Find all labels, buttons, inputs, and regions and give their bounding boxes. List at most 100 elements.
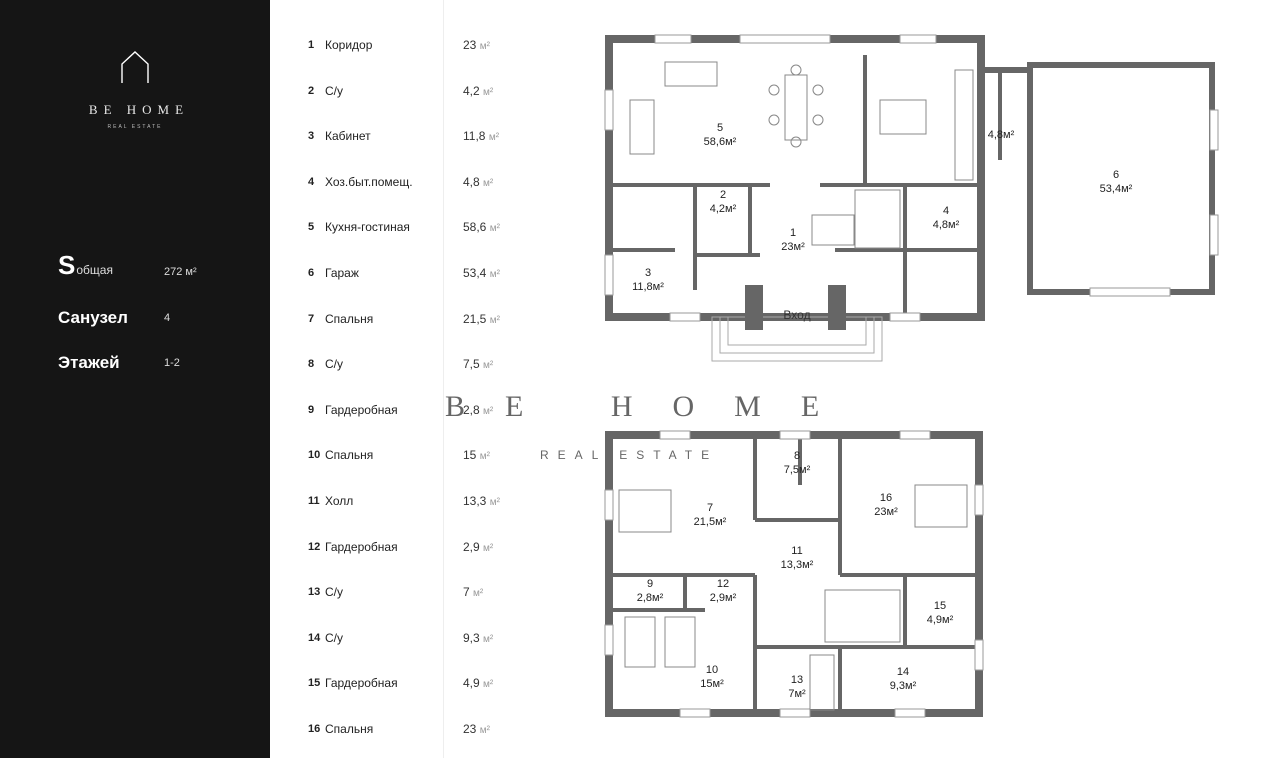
room-number: 1 — [308, 39, 315, 51]
f2-label-9-num: 9 — [647, 578, 653, 590]
room-area: 53,4 м² — [463, 266, 500, 280]
f2-label-7-num: 7 — [707, 502, 713, 514]
floors-value: 1-2 — [164, 357, 180, 369]
room-area: 4,9 м² — [463, 676, 494, 691]
divider — [443, 0, 444, 758]
room-name: Спальня — [325, 448, 374, 463]
legend-row: 8 С/у 7,5 м² — [270, 354, 500, 374]
f2-label-9-area: 2,8м² — [637, 592, 664, 604]
floor-plan-2: 8 7,5м² 7 21,5м² 16 23м² 11 13,3м² 9 2,8… — [595, 425, 995, 735]
watermark-logo: BE HOME — [445, 390, 860, 423]
room-name: С/у — [325, 83, 343, 98]
f1-label-5-num: 5 — [717, 122, 723, 134]
f1-label-1-num: 1 — [790, 227, 796, 239]
f1-label-4-area: 4,8м² — [933, 219, 960, 231]
f2-label-12-num: 12 — [717, 578, 729, 590]
bathroom-label: Санузел — [58, 308, 128, 327]
room-number: 13 — [308, 586, 321, 599]
legend-row: 14 С/у 9,3 м² — [270, 628, 500, 648]
floor-plan-1: Вход 5 58,6м² 6 53,4м² 4,8м² 2 4,2м² 1 2… — [590, 30, 1230, 370]
room-name: Спальня — [325, 311, 374, 326]
room-number: 8 — [308, 358, 315, 371]
room-area: 13,3 м² — [463, 494, 500, 508]
room-number: 10 — [308, 449, 321, 462]
room-name: Кабинет — [325, 129, 371, 144]
room-name: Гардеробная — [325, 402, 398, 417]
room-name: С/у — [325, 585, 343, 600]
room-number: 11 — [308, 495, 320, 507]
room-number: 14 — [308, 631, 321, 644]
f1-label-6-area: 53,4м² — [1100, 183, 1133, 195]
f2-label-15-num: 15 — [934, 600, 946, 612]
room-name: Кухня-гостиная — [325, 220, 410, 235]
f1-label-5-area: 58,6м² — [704, 136, 737, 148]
room-name: С/у — [325, 357, 343, 372]
entrance-label: Вход — [783, 308, 810, 322]
f2-label-14-num: 14 — [897, 666, 909, 678]
room-area: 9,3 м² — [463, 630, 494, 645]
room-number: 15 — [308, 677, 321, 690]
floors-label: Этажей — [58, 353, 120, 372]
f1-label-2-area: 4,2м² — [710, 203, 737, 215]
room-area: 23 м² — [463, 38, 490, 52]
legend-row: 1 Коридор 23 м² — [270, 35, 500, 55]
room-number: 6 — [308, 267, 315, 279]
room-area: 4,2 м² — [463, 83, 494, 98]
room-area: 7,5 м² — [463, 357, 494, 372]
f2-label-14-area: 9,3м² — [890, 680, 917, 692]
house-icon — [121, 51, 149, 83]
f2-label-16-area: 23м² — [874, 506, 898, 518]
f1-label-6-num: 6 — [1113, 169, 1119, 181]
f1-label-1-area: 23м² — [781, 241, 805, 253]
room-area: 11,8 м² — [463, 129, 500, 144]
legend-row: 5 Кухня-гостиная 58,6 м² — [270, 217, 500, 237]
room-area: 4,8 м² — [463, 174, 494, 189]
room-area: 23 м² — [463, 722, 490, 736]
legend-row: 15 Гардеробная 4,9 м² — [270, 673, 500, 693]
room-name: Гараж — [325, 266, 359, 280]
room-number: 5 — [308, 221, 315, 234]
f2-label-11-num: 11 — [791, 545, 802, 557]
legend-row: 3 Кабинет 11,8 м² — [270, 126, 500, 146]
room-number: 2 — [308, 84, 315, 97]
room-name: Гардеробная — [325, 539, 398, 554]
f1-label-3-area: 11,8м² — [632, 281, 664, 293]
brand-subtitle: REAL ESTATE — [107, 124, 163, 130]
f1-label-4b-area: 4,8м² — [988, 129, 1015, 141]
sidebar: BE HOME REAL ESTATE Sобщая 272 м² Санузе… — [0, 0, 270, 758]
f2-label-12-area: 2,9м² — [710, 592, 737, 604]
f2-label-10-area: 15м² — [700, 678, 724, 690]
f2-label-16-num: 16 — [880, 492, 892, 504]
room-name: Хоз.быт.помещ. — [325, 174, 413, 189]
room-name: С/у — [325, 630, 343, 645]
f2-label-8-num: 8 — [794, 450, 800, 462]
room-number: 7 — [308, 312, 315, 325]
f1-label-4-num: 4 — [943, 205, 949, 217]
brand-logo: BE HOME REAL ESTATE — [0, 50, 270, 130]
f2-label-7-area: 21,5м² — [694, 516, 727, 528]
room-area: 2,8 м² — [463, 402, 494, 417]
f1-label-2-num: 2 — [720, 189, 726, 201]
room-name: Коридор — [325, 38, 373, 52]
legend-row: 7 Спальня 21,5 м² — [270, 309, 500, 329]
f2-label-11-area: 13,3м² — [781, 559, 814, 571]
f2-label-15-area: 4,9м² — [927, 614, 954, 626]
room-number: 12 — [308, 540, 321, 553]
room-number: 3 — [308, 130, 315, 143]
room-area: 58,6 м² — [463, 220, 500, 235]
f2-label-13-area: 7м² — [788, 688, 806, 700]
brand-name: BE HOME — [88, 102, 190, 117]
total-area-value: 272 м² — [164, 266, 197, 278]
room-area: 2,9 м² — [463, 539, 494, 554]
room-area: 7 м² — [463, 585, 484, 600]
room-name: Спальня — [325, 722, 374, 736]
f1-label-3-num: 3 — [645, 267, 651, 279]
room-area: 21,5 м² — [463, 311, 500, 326]
legend-row: 13 С/у 7 м² — [270, 582, 500, 602]
room-name: Гардеробная — [325, 676, 398, 691]
